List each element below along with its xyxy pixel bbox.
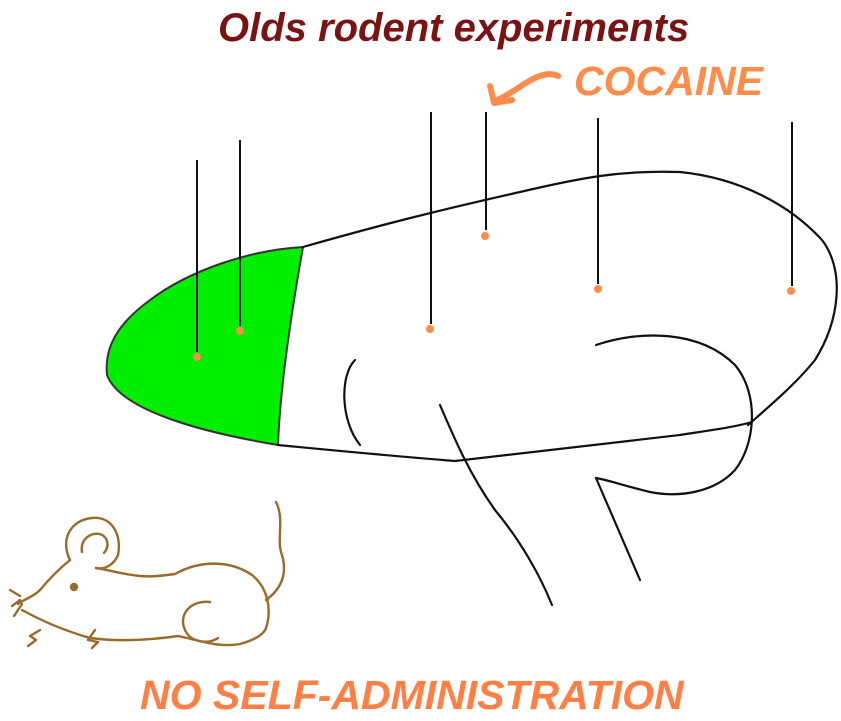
brain-outline bbox=[278, 172, 837, 605]
electrode-6 bbox=[787, 122, 795, 295]
frontal-cortex-region bbox=[107, 247, 303, 445]
electrode-4 bbox=[481, 112, 489, 240]
electrode-3 bbox=[426, 112, 434, 333]
rat-icon bbox=[10, 502, 284, 648]
curved-arrow-icon bbox=[490, 74, 558, 103]
electrode-5 bbox=[594, 118, 602, 293]
